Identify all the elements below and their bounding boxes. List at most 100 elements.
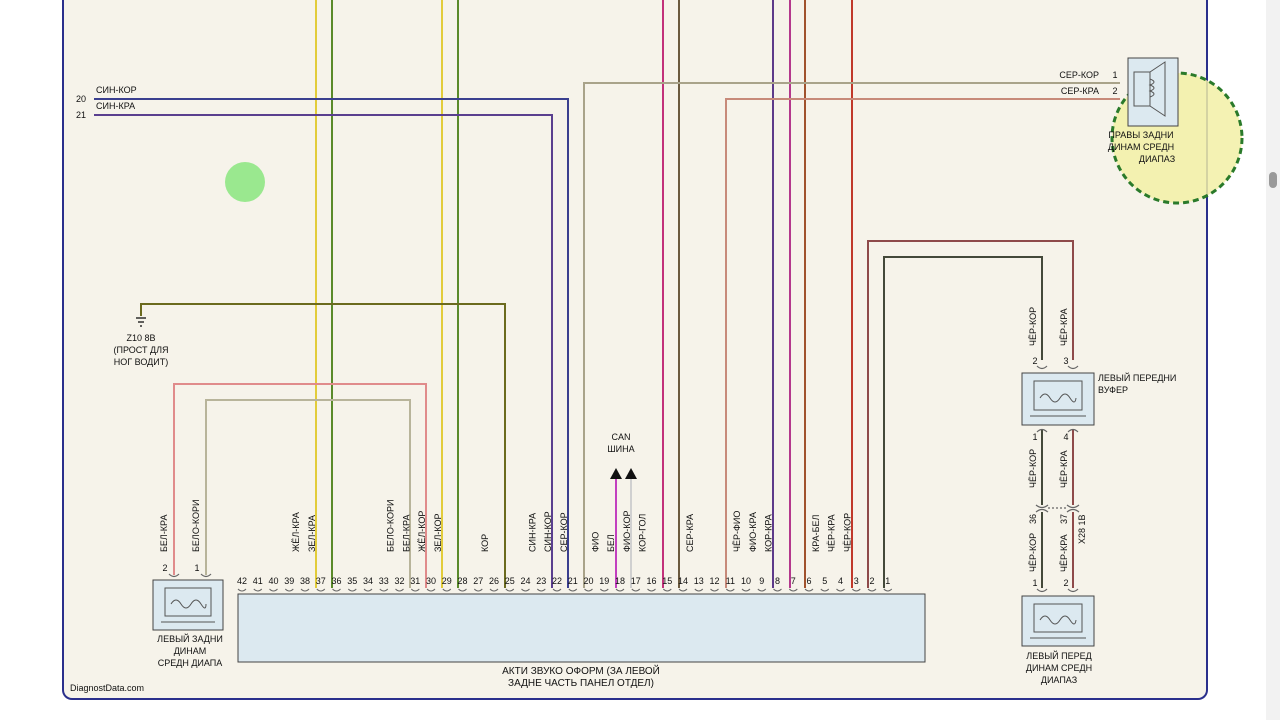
wire-p31-white-red (173, 383, 427, 588)
amp-pin-number: 6 (806, 576, 811, 586)
amp-pin-number: 40 (268, 576, 278, 586)
amp-pin-number: 17 (631, 576, 641, 586)
rr-pin2: 2 (1112, 86, 1117, 96)
amp-pin-mark (820, 588, 830, 592)
amp-pin-number: 27 (473, 576, 483, 586)
amp-pin-wire-label: ЖЁЛ-КРА (291, 512, 301, 552)
ground-label-1: Z10 8B (126, 333, 155, 343)
amp-pin-wire-label: БЕЛ (606, 534, 616, 552)
amp-pin-number: 10 (741, 576, 751, 586)
can-label-2: ШИНА (607, 444, 634, 454)
fm-wire1: ЧЁР-КОР (1028, 533, 1038, 572)
ground-icon (136, 317, 146, 327)
woofer-speaker-icon (1021, 372, 1095, 426)
amp-pin-number: 9 (759, 576, 764, 586)
amp-pin-number: 11 (726, 576, 735, 586)
amp-pin-mark (442, 588, 452, 592)
amp-pin-wire-label: СИН-КРА (527, 513, 537, 552)
amp-pin-number: 26 (489, 576, 499, 586)
rr-pin1: 1 (1112, 70, 1117, 80)
amp-pin-mark (867, 588, 877, 592)
amp-pin-number: 12 (709, 576, 719, 586)
amp-pin-number: 23 (536, 576, 546, 586)
amp-pin-mark (379, 588, 389, 592)
amp-pin-number: 36 (331, 576, 341, 586)
amp-pin-mark (552, 588, 562, 592)
left-rear-pin-marks (168, 573, 212, 578)
amp-pin-number: 38 (300, 576, 310, 586)
amp-pin-number: 3 (854, 576, 859, 586)
wire-p21-grey-brown (583, 82, 1120, 588)
x28-pin36: 36 (1028, 514, 1038, 524)
wire-p13-grey-red (725, 98, 1120, 588)
amp-pin-number: 39 (284, 576, 294, 586)
scroll-thumb[interactable] (1269, 172, 1277, 188)
amp-pin-number: 14 (678, 576, 688, 586)
amp-pin-number: 22 (552, 576, 562, 586)
wire-21-blue-red (94, 114, 553, 588)
amp-pin-number: 16 (646, 576, 656, 586)
amp-pin-wire-label: КОР-ГОЛ (638, 514, 648, 552)
amp-pin-wire-label: КРА-БЕЛ (811, 514, 821, 552)
woofer-wire-top-3: ЧЁР-КРА (1059, 308, 1069, 346)
amp-pin-mark (694, 588, 704, 592)
lr-label-1: ЛЕВЫЙ ЗАДНИ (157, 633, 223, 644)
lr-pin2: 2 (162, 563, 167, 573)
fm-label-3: ДИАПАЗ (1041, 675, 1077, 685)
amp-pin-wire-label: ФИО-КРА (748, 512, 758, 552)
ground-label-2: (ПРОСТ ДЛЯ (114, 345, 169, 355)
diagram-sheet (62, 0, 1208, 700)
amp-pin-mark (615, 588, 625, 592)
amp-pin-number: 32 (394, 576, 404, 586)
wire-20-blue-brown (94, 98, 569, 588)
amp-pin-mark (647, 588, 656, 592)
lr-pin1: 1 (194, 563, 199, 573)
amp-pin-mark (521, 588, 530, 592)
wire-20-number: 20 (76, 94, 86, 104)
amp-pin-mark (426, 588, 436, 592)
woofer-wire-bot-4: ЧЁР-КРА (1059, 450, 1069, 488)
amp-pin-number: 31 (410, 576, 420, 586)
front-mid-speaker-icon (1021, 595, 1095, 647)
amp-pin-number: 28 (457, 576, 467, 586)
amp-pin-number: 24 (520, 576, 530, 586)
amp-pin-number: 35 (347, 576, 357, 586)
amp-pin-mark (568, 588, 578, 592)
amp-pin-mark (473, 588, 483, 592)
woofer-label-2: ВУФЕР (1098, 385, 1128, 395)
lr-label-3: СРЕДН ДИАПА (158, 658, 223, 668)
wire-p32-white-brown (205, 399, 411, 588)
amp-pin-mark (316, 588, 326, 592)
footer-brand: DiagnostData.com (70, 683, 144, 693)
woofer-pin1: 1 (1032, 432, 1037, 442)
can-arrow-up-icon (625, 468, 637, 479)
amp-pin-wire-label: КОР-КРА (764, 514, 774, 552)
amp-pin-number: 7 (791, 576, 796, 586)
woofer-label-1: ЛЕВЫЙ ПЕРЕДНИ (1098, 372, 1176, 383)
amp-pin-number: 2 (869, 576, 874, 586)
amp-pin-mark (505, 588, 515, 592)
woofer-wire-top-2: ЧЁР-КОР (1028, 307, 1038, 346)
amp-pin-mark (536, 588, 546, 592)
x28-label: X28 1B (1077, 514, 1087, 544)
amp-pin-mark (757, 588, 767, 592)
amplifier-label-2: ЗАДНЕ ЧАСТЬ ПАНЕЛ ОТДЕЛ) (508, 678, 654, 689)
woofer-wire-bot-1: ЧЁР-КОР (1028, 449, 1038, 488)
amp-pin-mark (363, 588, 373, 592)
amp-pin-mark (395, 588, 404, 592)
vertical-scrollbar[interactable] (1266, 0, 1280, 720)
amp-pin-number: 29 (442, 576, 452, 586)
amp-pin-number: 8 (775, 576, 780, 586)
amp-pin-mark (458, 588, 467, 592)
wire-p4-black-red (867, 240, 1074, 588)
amp-pin-mark (804, 588, 814, 592)
amp-pin-wire-label: ЧЁР-КРА (827, 514, 837, 552)
amp-pin-number: 25 (505, 576, 515, 586)
amp-pin-mark (788, 588, 798, 592)
x28-pin37: 37 (1059, 514, 1069, 524)
wire-21-label: СИН-КРА (96, 101, 135, 111)
amp-pin-number: 21 (568, 576, 578, 586)
amp-pin-mark (662, 588, 672, 592)
